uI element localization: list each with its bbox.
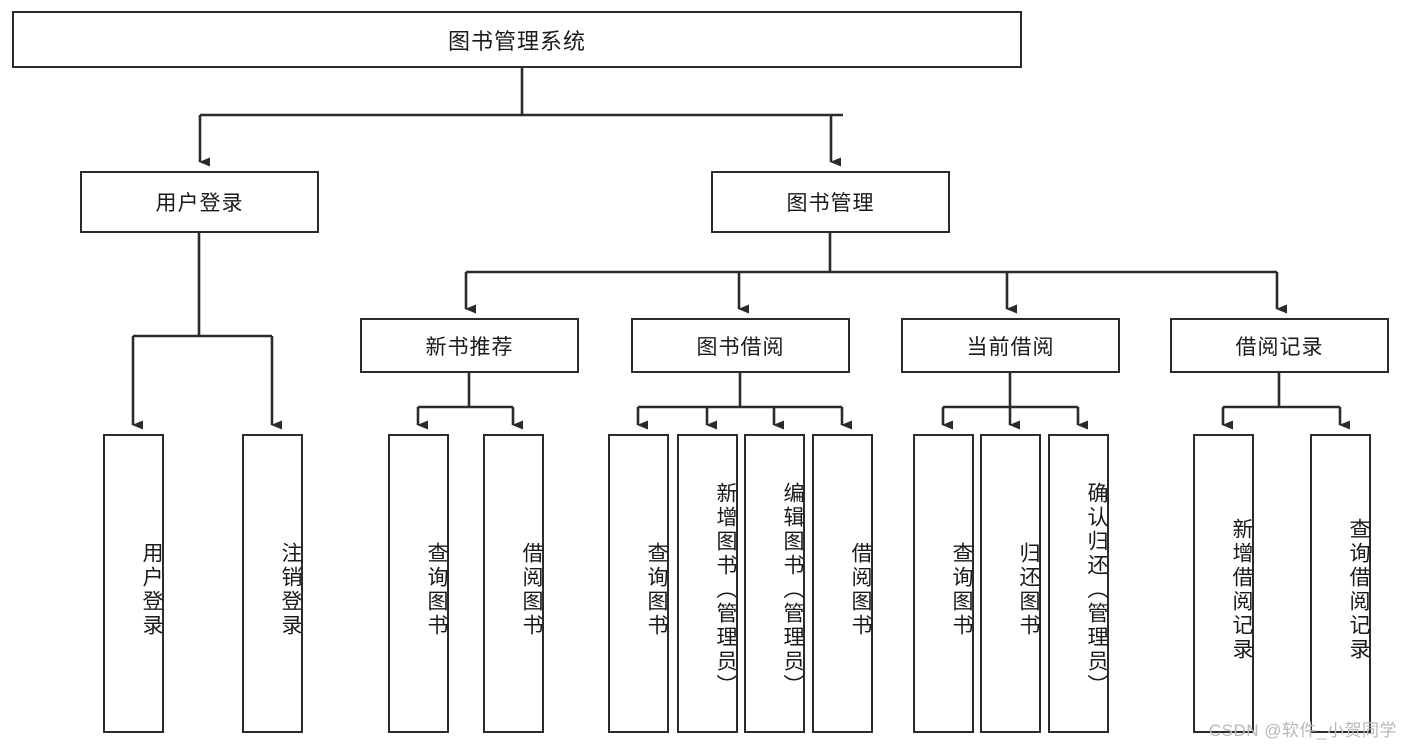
node-leaf-query-record-label: 查询借阅记录	[1347, 517, 1370, 662]
node-leaf-user-login-label: 用户登录	[140, 541, 163, 638]
node-user-login-label: 用户登录	[155, 192, 244, 215]
node-book-manage-label: 图书管理	[786, 192, 875, 215]
node-leaf-borrow-book-1[interactable]: 借阅图书	[483, 434, 544, 733]
node-current-borrow-label: 当前借阅	[966, 335, 1055, 359]
watermark: CSDN @软件_小贺同学	[1208, 721, 1397, 740]
node-leaf-return-book-label: 归还图书	[1017, 541, 1040, 638]
node-leaf-borrow-book-2[interactable]: 借阅图书	[812, 434, 873, 733]
node-leaf-query-record[interactable]: 查询借阅记录	[1310, 434, 1371, 733]
node-new-book-rec-label: 新书推荐	[425, 335, 514, 359]
node-leaf-user-logout[interactable]: 注销登录	[242, 434, 303, 733]
node-leaf-edit-book[interactable]: 编辑图书（管理员）	[744, 434, 805, 733]
node-leaf-confirm-return[interactable]: 确认归还（管理员）	[1048, 434, 1109, 733]
node-leaf-query-book-3-label: 查询图书	[950, 541, 973, 638]
node-leaf-user-login[interactable]: 用户登录	[103, 434, 164, 733]
node-book-borrow-label: 图书借阅	[696, 335, 785, 359]
node-root[interactable]: 图书管理系统	[12, 11, 1022, 68]
node-leaf-add-book[interactable]: 新增图书（管理员）	[677, 434, 738, 733]
node-leaf-add-record[interactable]: 新增借阅记录	[1193, 434, 1254, 733]
node-leaf-query-book-3[interactable]: 查询图书	[913, 434, 974, 733]
node-leaf-query-book-2-label: 查询图书	[645, 541, 668, 638]
node-current-borrow[interactable]: 当前借阅	[901, 318, 1120, 373]
node-leaf-query-book-1[interactable]: 查询图书	[388, 434, 449, 733]
edges	[131, 68, 1350, 430]
node-leaf-add-record-label: 新增借阅记录	[1230, 517, 1253, 662]
node-leaf-edit-book-label: 编辑图书（管理员）	[781, 481, 804, 698]
node-leaf-user-logout-label: 注销登录	[279, 541, 302, 638]
node-leaf-return-book[interactable]: 归还图书	[980, 434, 1041, 733]
node-leaf-borrow-book-2-label: 借阅图书	[849, 541, 872, 638]
node-new-book-rec[interactable]: 新书推荐	[360, 318, 579, 373]
node-leaf-add-book-label: 新增图书（管理员）	[714, 481, 737, 698]
node-user-login[interactable]: 用户登录	[80, 171, 319, 233]
node-book-manage[interactable]: 图书管理	[711, 171, 950, 233]
node-borrow-record-label: 借阅记录	[1235, 335, 1324, 359]
node-leaf-query-book-1-label: 查询图书	[425, 541, 448, 638]
node-root-label: 图书管理系统	[447, 28, 586, 54]
node-book-borrow[interactable]: 图书借阅	[631, 318, 850, 373]
node-leaf-confirm-return-label: 确认归还（管理员）	[1085, 481, 1108, 698]
node-leaf-borrow-book-1-label: 借阅图书	[520, 541, 543, 638]
node-borrow-record[interactable]: 借阅记录	[1170, 318, 1389, 373]
node-leaf-query-book-2[interactable]: 查询图书	[608, 434, 669, 733]
